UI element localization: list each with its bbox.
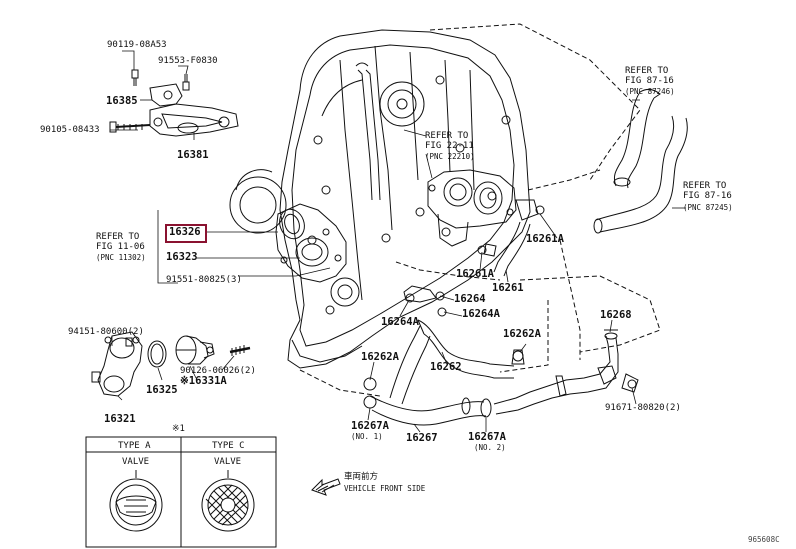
part-label-16264A-right[interactable]: 16264A	[462, 308, 500, 320]
refer-fig11-line2[interactable]: FIG 11-06	[96, 242, 145, 252]
water-inlet-16321	[91, 331, 143, 397]
part-note-no1: (NO. 1)	[351, 432, 383, 441]
part-label-91553[interactable]: 91553-F0830	[158, 56, 218, 66]
part-label-90126[interactable]: 90126-06026(2)	[180, 366, 256, 376]
table-valve-c-label: VALVE	[214, 457, 242, 467]
refer-fig87-top-line2[interactable]: FIG 87-16	[625, 76, 674, 86]
selected-part-highlight	[165, 224, 207, 243]
hose-16264	[403, 285, 447, 317]
table-header-type-a: TYPE A	[118, 441, 151, 451]
upper-radiator-hose	[613, 88, 661, 189]
bracket-assembly	[109, 69, 239, 137]
part-label-16385[interactable]: 16385	[106, 95, 138, 107]
gasket-16325	[147, 340, 167, 368]
leader-lines	[110, 50, 686, 433]
part-label-16264A-left[interactable]: 16264A	[381, 316, 419, 328]
lower-radiator-hose	[593, 115, 688, 234]
engine-phantom-outline	[299, 23, 661, 397]
refer-fig87-right-line3: (PNC 87245)	[683, 203, 733, 212]
part-label-16323[interactable]: 16323	[166, 251, 198, 263]
part-label-16267A-no2[interactable]: 16267A	[468, 431, 506, 443]
stud-bolt-90126	[229, 345, 251, 356]
part-label-90119[interactable]: 90119-08A53	[107, 40, 167, 50]
part-label-16267A-no1[interactable]: 16267A	[351, 420, 389, 432]
refer-fig22-line3: (PNC 22210)	[425, 152, 475, 161]
refer-fig87-top-line1[interactable]: REFER TO	[625, 66, 669, 76]
part-label-16325[interactable]: 16325	[146, 384, 178, 396]
vehicle-front-japanese: 車両前方	[344, 472, 379, 482]
refer-fig11-line1[interactable]: REFER TO	[96, 232, 140, 242]
part-label-16261A-right[interactable]: 16261A	[526, 233, 564, 245]
vehicle-front-english: VEHICLE FRONT SIDE	[344, 484, 426, 493]
part-label-16264[interactable]: 16264	[454, 293, 486, 305]
part-label-16261[interactable]: 16261	[492, 282, 524, 294]
refer-fig87-right-line1[interactable]: REFER TO	[683, 181, 727, 191]
hose-16267	[363, 377, 492, 426]
refer-fig22-line1[interactable]: REFER TO	[425, 131, 469, 141]
vehicle-front-arrow	[311, 478, 341, 496]
refer-fig87-right-line2[interactable]: FIG 87-16	[683, 191, 732, 201]
refer-fig11-line3: (PNC 11302)	[96, 253, 146, 262]
thermostat-type-table	[85, 436, 277, 548]
footnote-mark: ※1	[172, 424, 185, 434]
throttle-body	[427, 169, 517, 247]
refer-fig22-line2[interactable]: FIG 22-11	[425, 141, 474, 151]
thermostat-16331A	[175, 335, 215, 365]
part-label-16321[interactable]: 16321	[104, 413, 136, 425]
part-label-91671[interactable]: 91671-80820(2)	[605, 403, 681, 413]
table-header-type-c: TYPE C	[212, 441, 245, 451]
part-label-16268[interactable]: 16268	[600, 309, 632, 321]
part-label-16262A-right[interactable]: 16262A	[503, 328, 541, 340]
engine-block-outline	[229, 29, 531, 369]
part-label-91551[interactable]: 91551-80825(3)	[166, 275, 242, 285]
water-pipe-16268	[493, 329, 639, 415]
part-label-16267[interactable]: 16267	[406, 432, 438, 444]
diagram-id: 965608C	[748, 535, 780, 544]
part-label-16381[interactable]: 16381	[177, 149, 209, 161]
refer-fig87-top-line3: (PNC 87246)	[625, 87, 675, 96]
part-label-16326[interactable]: 16326	[169, 226, 201, 238]
table-valve-a-label: VALVE	[122, 457, 150, 467]
part-label-16331A[interactable]: ※16331A	[180, 375, 227, 387]
part-label-94151[interactable]: 94151-80600(2)	[68, 327, 144, 337]
part-label-16262A-left[interactable]: 16262A	[361, 351, 399, 363]
water-inlet-housing	[275, 203, 347, 283]
part-label-16261A-left[interactable]: 16261A	[456, 268, 494, 280]
part-label-16262[interactable]: 16262	[430, 361, 462, 373]
hose-16262	[389, 319, 515, 405]
part-note-no2: (NO. 2)	[474, 443, 506, 452]
part-label-90105[interactable]: 90105-08433	[40, 125, 100, 135]
